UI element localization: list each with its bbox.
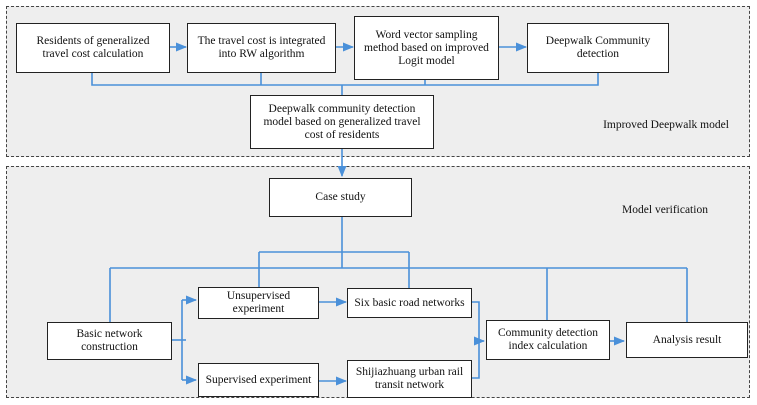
- step-travel-cost-calculation: Residents of generalized travel cost cal…: [16, 23, 170, 73]
- analysis-result: Analysis result: [626, 322, 748, 358]
- step-deepwalk-detection: Deepwalk Community detection: [527, 23, 669, 73]
- step-rw-integration: The travel cost is integrated into RW al…: [187, 23, 336, 73]
- supervised-experiment: Supervised experiment: [198, 363, 319, 397]
- rail-to-merge: [472, 341, 480, 379]
- roads-to-merge: [472, 301, 480, 341]
- shijiazhuang-rail-network: Shijiazhuang urban rail transit network: [347, 360, 472, 398]
- case-study-box: Case study: [269, 178, 412, 217]
- step-word-vector-sampling: Word vector sampling method based on imp…: [354, 16, 499, 80]
- six-basic-road-networks: Six basic road networks: [347, 288, 472, 318]
- unsupervised-experiment: Unsupervised experiment: [198, 287, 319, 319]
- model-verification-label: Model verification: [622, 204, 708, 216]
- merge-bus: [91, 73, 599, 86]
- basic-network-construction: Basic network construction: [47, 322, 172, 360]
- community-detection-index-calculation: Community detection index calculation: [486, 320, 610, 360]
- improved-deepwalk-label: Improved Deepwalk model: [603, 119, 729, 131]
- deepwalk-model-result: Deepwalk community detection model based…: [250, 95, 434, 149]
